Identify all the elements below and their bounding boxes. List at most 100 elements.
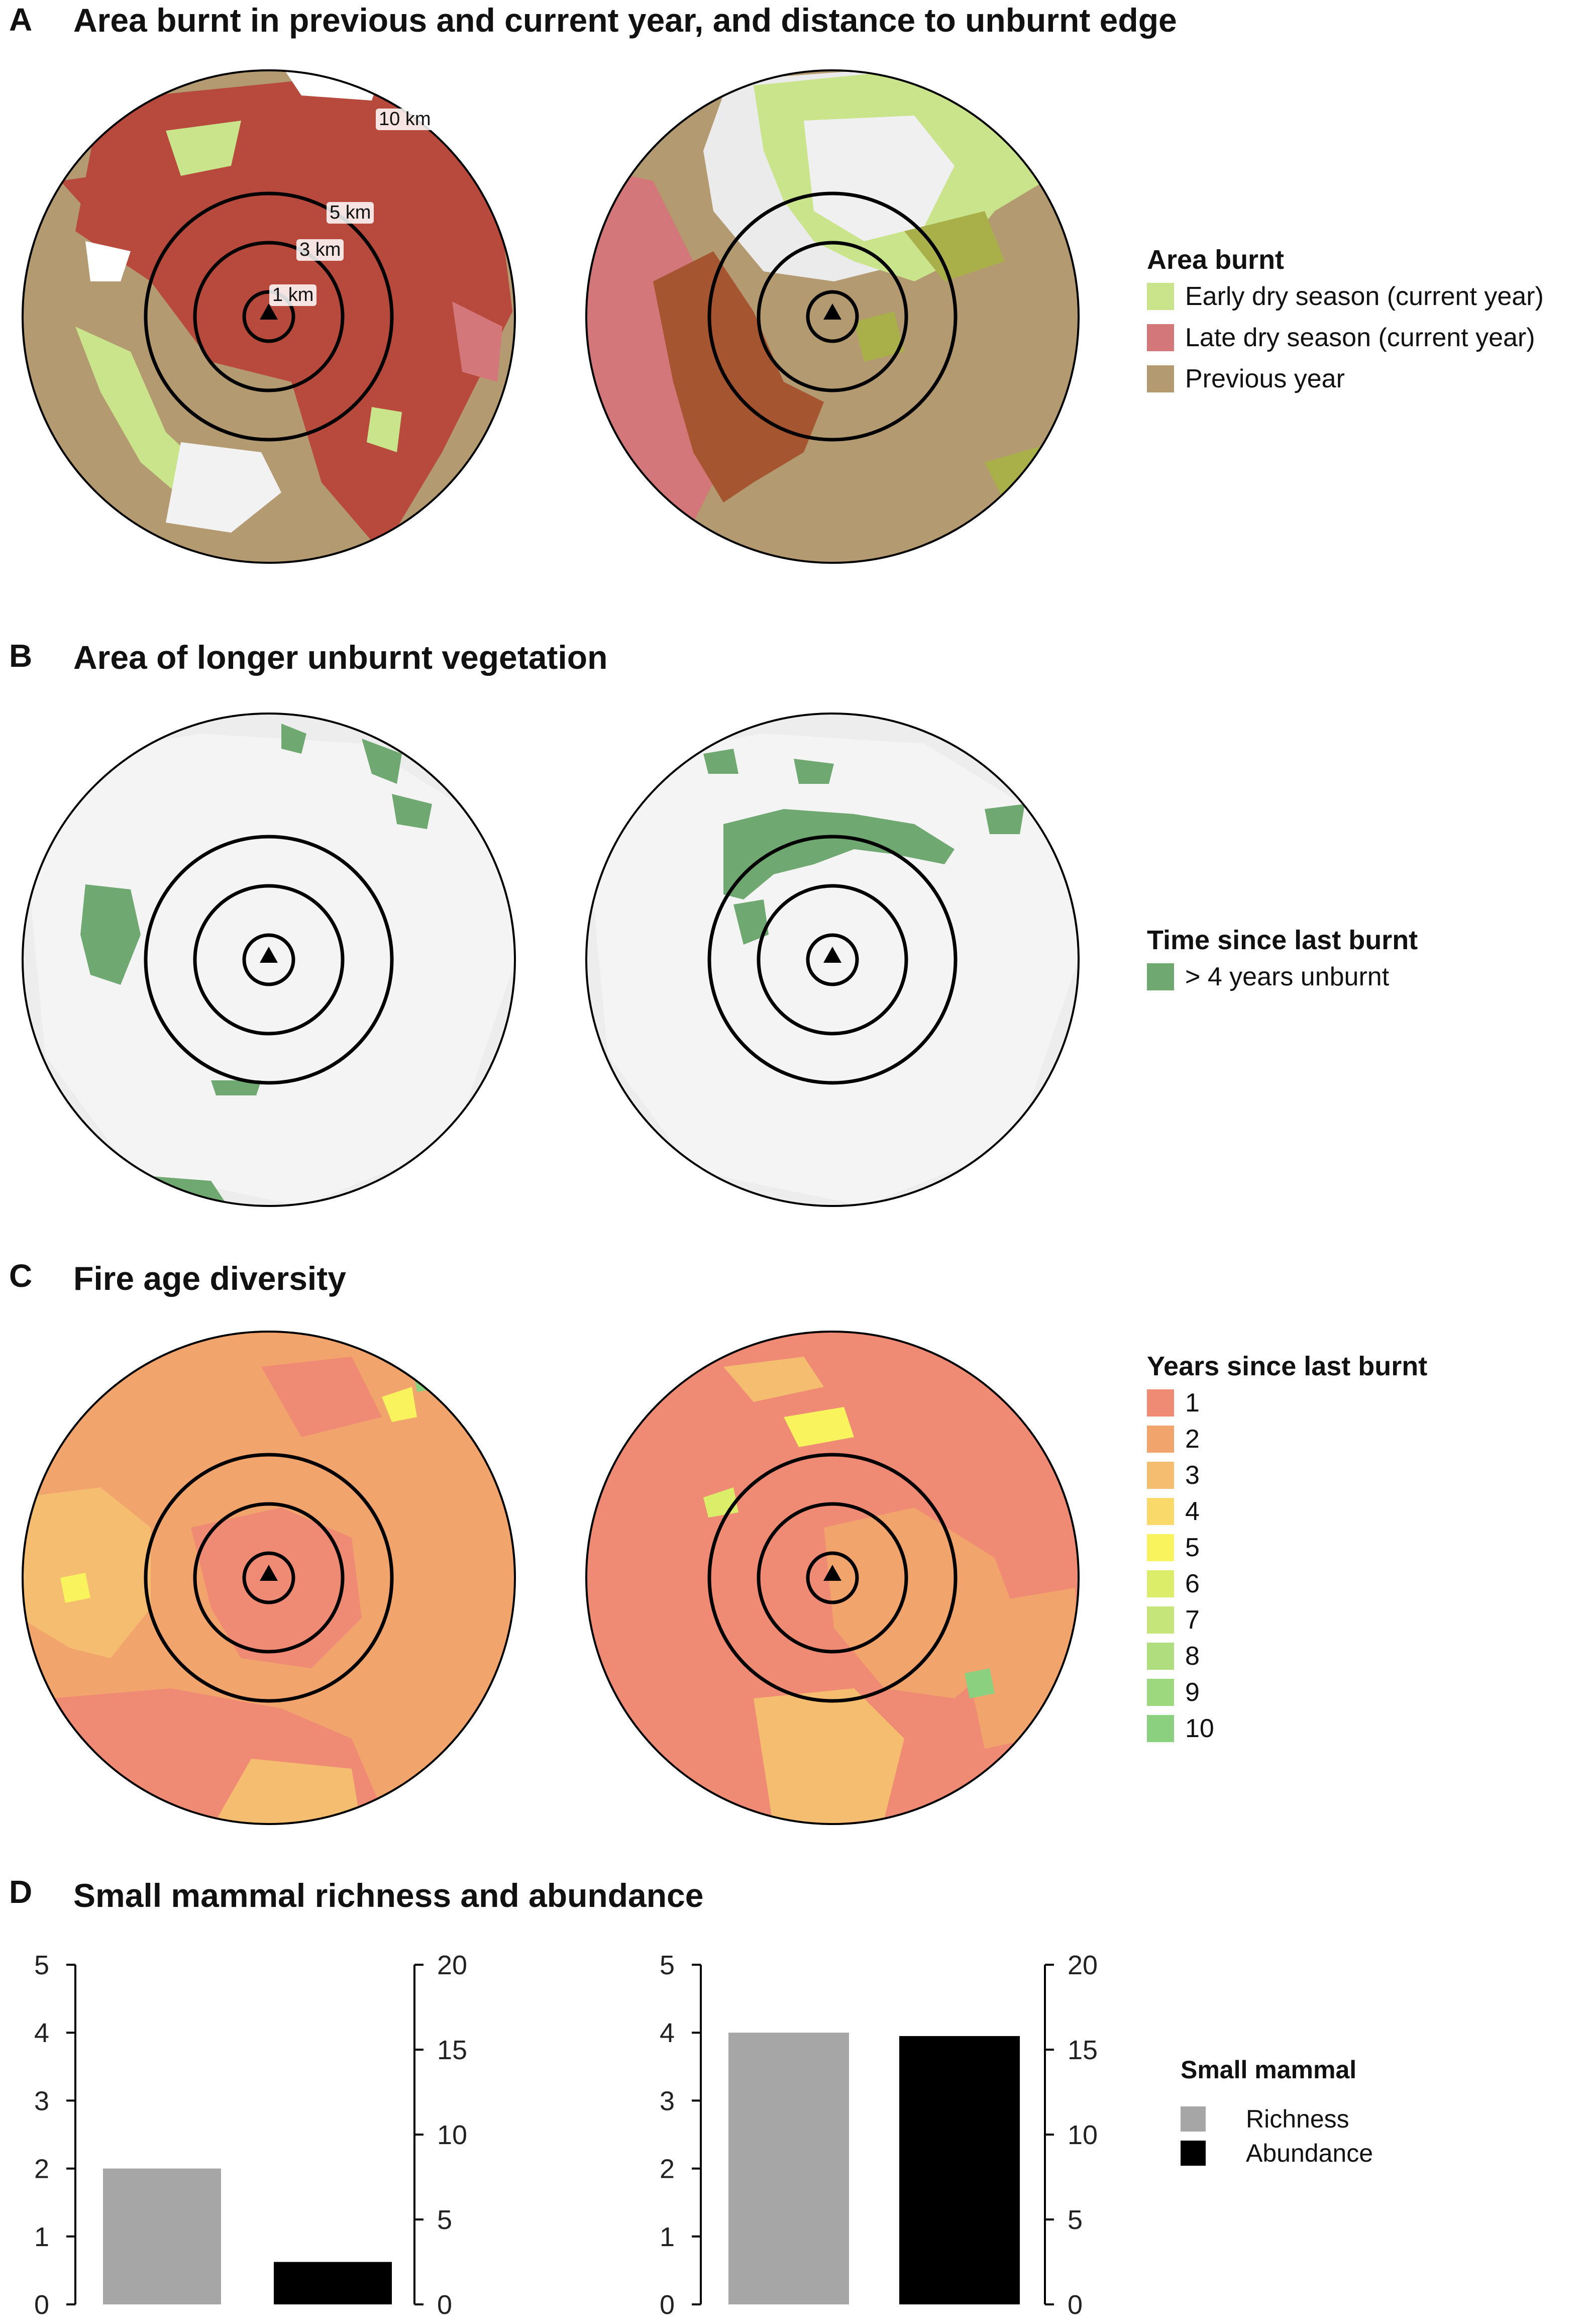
right-tick-label: 5 (1068, 2205, 1083, 2235)
legend-title: Years since last burnt (1147, 1351, 1428, 1381)
panel-title-c: Fire age diversity (73, 1260, 346, 1297)
site-marker-icon (260, 947, 278, 963)
right-tick-label: 20 (437, 1950, 467, 1980)
legend-item: 2 (1147, 1424, 1427, 1454)
legend-years-since-burnt: Years since last burnt 1 2 3 4 5 6 7 8 9 10 (1147, 1351, 1427, 1750)
left-tick-label: 4 (660, 2018, 675, 2048)
legend-label: 2 (1185, 1425, 1200, 1454)
legend-label: 8 (1185, 1642, 1200, 1671)
left-tick-label: 5 (34, 1950, 49, 1980)
legend-item: Abundance (1181, 2139, 1373, 2168)
legend-label: Late dry season (current year) (1185, 323, 1535, 352)
legend-swatch (1147, 1389, 1174, 1417)
panel-title-d: Small mammal richness and abundance (73, 1877, 704, 1914)
left-tick-label: 2 (34, 2154, 49, 2184)
legend-swatch (1147, 283, 1174, 310)
left-tick-label: 1 (660, 2222, 675, 2252)
panel-letter-b: B (9, 638, 33, 674)
site-marker-icon (260, 304, 278, 320)
panel-letter-a: A (9, 2, 33, 38)
map-a-site1 (22, 69, 516, 564)
legend-label: 3 (1185, 1461, 1200, 1490)
left-tick-label: 3 (660, 2086, 675, 2116)
legend-time-since-burnt: Time since last burnt > 4 years unburnt (1147, 925, 1418, 992)
legend-label: Previous year (1185, 364, 1345, 393)
site-marker-icon (823, 304, 841, 320)
legend-swatch (1147, 1426, 1174, 1453)
map-c-site2 (585, 1331, 1080, 1825)
map-a-site2 (585, 69, 1080, 564)
legend-item: 7 (1147, 1605, 1427, 1635)
legend-small-mammal: Small mammal Richness Abundance (1181, 2055, 1373, 2168)
legend-label: 4 (1185, 1497, 1200, 1526)
legend-label: Abundance (1246, 2139, 1373, 2167)
legend-title: Small mammal (1181, 2056, 1357, 2084)
legend-item: 6 (1147, 1569, 1427, 1599)
right-tick-label: 5 (437, 2205, 452, 2235)
map-b-site1 (22, 713, 516, 1207)
legend-swatch (1147, 1570, 1174, 1597)
legend-label: 6 (1185, 1569, 1200, 1598)
site-marker-icon (823, 947, 841, 963)
legend-swatch (1181, 2141, 1206, 2166)
legend-label: 10 (1185, 1714, 1214, 1743)
legend-swatch (1181, 2106, 1206, 2132)
map-b-site2 (585, 713, 1080, 1207)
left-tick-label: 1 (34, 2222, 49, 2252)
map-c-site1 (22, 1331, 516, 1825)
richness-bar (728, 2033, 849, 2304)
left-tick-label: 0 (660, 2290, 675, 2320)
map-figure (22, 69, 1080, 1825)
legend-item: > 4 years unburnt (1147, 962, 1418, 992)
ring-label-5km: 5 km (327, 202, 374, 224)
abundance-bar (899, 2036, 1020, 2304)
right-tick-label: 0 (1068, 2290, 1083, 2320)
legend-label: 5 (1185, 1533, 1200, 1562)
right-tick-label: 0 (437, 2290, 452, 2320)
panel-title-a: Area burnt in previous and current year,… (73, 2, 1177, 39)
legend-swatch (1147, 1606, 1174, 1634)
legend-swatch (1147, 1534, 1174, 1561)
legend-item: 9 (1147, 1677, 1427, 1707)
left-tick-label: 0 (34, 2290, 49, 2320)
legend-swatch (1147, 1462, 1174, 1489)
right-tick-label: 10 (437, 2120, 467, 2150)
legend-item: 4 (1147, 1496, 1427, 1527)
panel-letter-c: C (9, 1258, 33, 1294)
richness-bar (103, 2168, 221, 2304)
left-tick-label: 5 (660, 1950, 675, 1980)
legend-item: 8 (1147, 1641, 1427, 1671)
ring-label-10km: 10 km (376, 109, 434, 130)
panel-title-b: Area of longer unburnt vegetation (73, 639, 608, 676)
left-tick-label: 3 (34, 2086, 49, 2116)
legend-item: 3 (1147, 1460, 1427, 1490)
legend-swatch (1147, 1715, 1174, 1742)
legend-title: Time since last burnt (1147, 925, 1418, 955)
legend-label: 1 (1185, 1388, 1200, 1418)
legend-label: 7 (1185, 1605, 1200, 1635)
legend-swatch (1147, 1498, 1174, 1525)
legend-item: 1 (1147, 1388, 1427, 1418)
right-tick-label: 20 (1068, 1950, 1098, 1980)
right-tick-label: 15 (1068, 2035, 1098, 2065)
legend-item: Early dry season (current year) (1147, 281, 1544, 312)
site-marker-icon (823, 1565, 841, 1581)
panel-letter-d: D (9, 1874, 33, 1910)
right-tick-label: 15 (437, 2035, 467, 2065)
legend-swatch (1147, 1643, 1174, 1670)
legend-label: > 4 years unburnt (1185, 962, 1390, 991)
left-tick-label: 2 (660, 2154, 675, 2184)
legend-area-burnt: Area burnt Early dry season (current yea… (1147, 244, 1544, 394)
legend-item: 5 (1147, 1533, 1427, 1563)
legend-label: Early dry season (current year) (1185, 282, 1544, 311)
legend-item: Richness (1181, 2104, 1373, 2134)
legend-item: Late dry season (current year) (1147, 323, 1544, 353)
legend-swatch (1147, 1679, 1174, 1706)
ring-label-3km: 3 km (296, 239, 344, 261)
ring-label-1km: 1 km (269, 284, 317, 306)
legend-swatch (1147, 365, 1174, 392)
abundance-bar (274, 2262, 392, 2304)
legend-swatch (1147, 963, 1174, 990)
legend-label: 9 (1185, 1678, 1200, 1707)
